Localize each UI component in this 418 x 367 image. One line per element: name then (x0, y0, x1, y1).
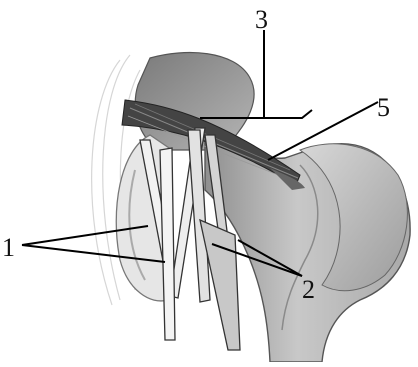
label-5: 5 (377, 93, 390, 122)
label-3: 3 (255, 5, 268, 34)
label-1: 1 (2, 233, 15, 262)
label-2: 2 (302, 275, 315, 304)
